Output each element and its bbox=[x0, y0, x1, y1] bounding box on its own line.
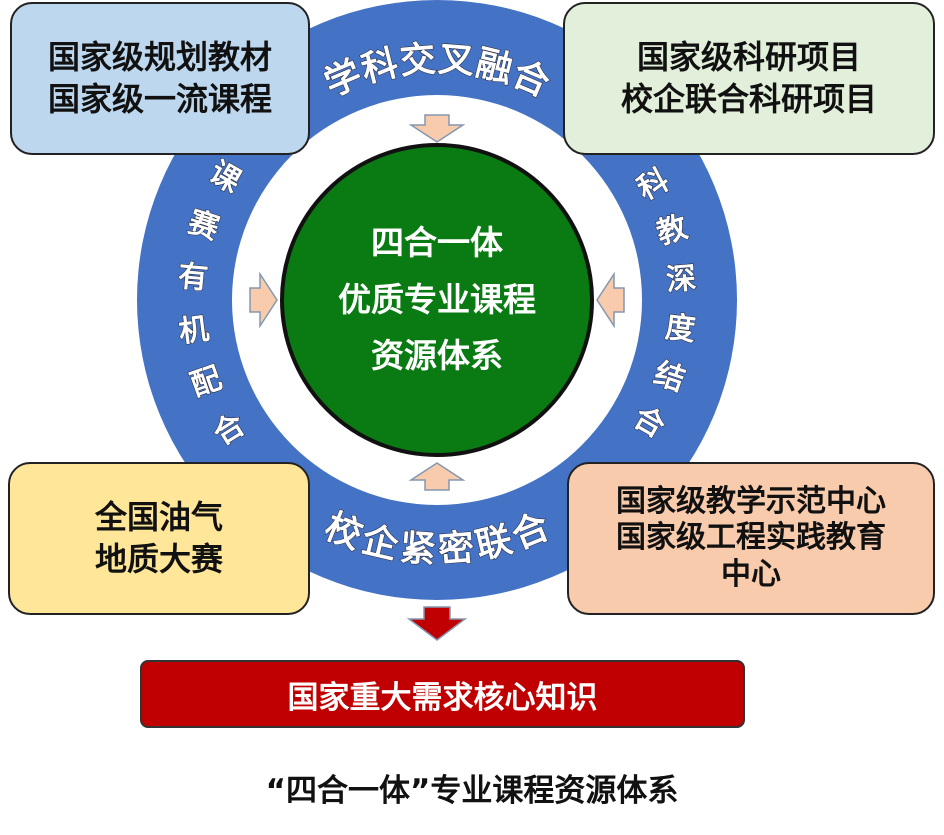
ring-label-char: 紧 bbox=[398, 527, 437, 571]
ring-label-char: 度 bbox=[663, 310, 697, 348]
box-textbooks-courses: 国家级规划教材 国家级一流课程 bbox=[10, 2, 310, 155]
ring-label-char: 机 bbox=[177, 311, 211, 349]
box-line: 国家级科研项目 bbox=[636, 37, 861, 76]
output-label: 国家重大需求核心知识 bbox=[287, 679, 598, 716]
center-line: 资源体系 bbox=[371, 336, 503, 376]
ring-label-char: 密 bbox=[437, 526, 476, 571]
box-teaching-centers: 国家级教学示范中心 国家级工程实践教育 中心 bbox=[567, 462, 935, 615]
box-line: 国家级规划教材 bbox=[47, 37, 272, 76]
center-circle bbox=[280, 143, 594, 457]
output-arrow-icon bbox=[406, 606, 468, 641]
box-line: 国家级一流课程 bbox=[47, 79, 272, 118]
box-line: 全国油气 bbox=[94, 497, 223, 536]
ring-label-char: 深 bbox=[665, 261, 698, 298]
box-competition: 全国油气 地质大赛 bbox=[8, 462, 310, 615]
box-line: 地质大赛 bbox=[94, 539, 223, 578]
ring-label-char: 交 bbox=[398, 38, 437, 83]
ring-label-char: 叉 bbox=[437, 39, 476, 83]
box-line: 中心 bbox=[721, 556, 781, 592]
box-research-projects: 国家级科研项目 校企联合科研项目 bbox=[563, 2, 935, 155]
box-line: 校企联合科研项目 bbox=[620, 79, 877, 118]
figure-caption: “四合一体”专业课程资源体系 bbox=[265, 773, 679, 809]
arrow-left-icon bbox=[596, 271, 625, 329]
arrow-right-icon bbox=[249, 271, 278, 329]
center-line: 四合一体 bbox=[371, 222, 503, 262]
center-title: 四合一体 优质专业课程 资源体系 bbox=[282, 145, 592, 455]
center-line: 优质专业课程 bbox=[338, 279, 536, 319]
arrow-up-icon bbox=[408, 462, 466, 491]
output-bar: 国家重大需求核心知识 bbox=[140, 660, 745, 728]
box-line: 国家级工程实践教育 bbox=[616, 520, 886, 556]
arrow-down-icon bbox=[408, 114, 466, 143]
box-line: 国家级教学示范中心 bbox=[616, 483, 886, 519]
ring-label-char: 有 bbox=[176, 259, 209, 297]
